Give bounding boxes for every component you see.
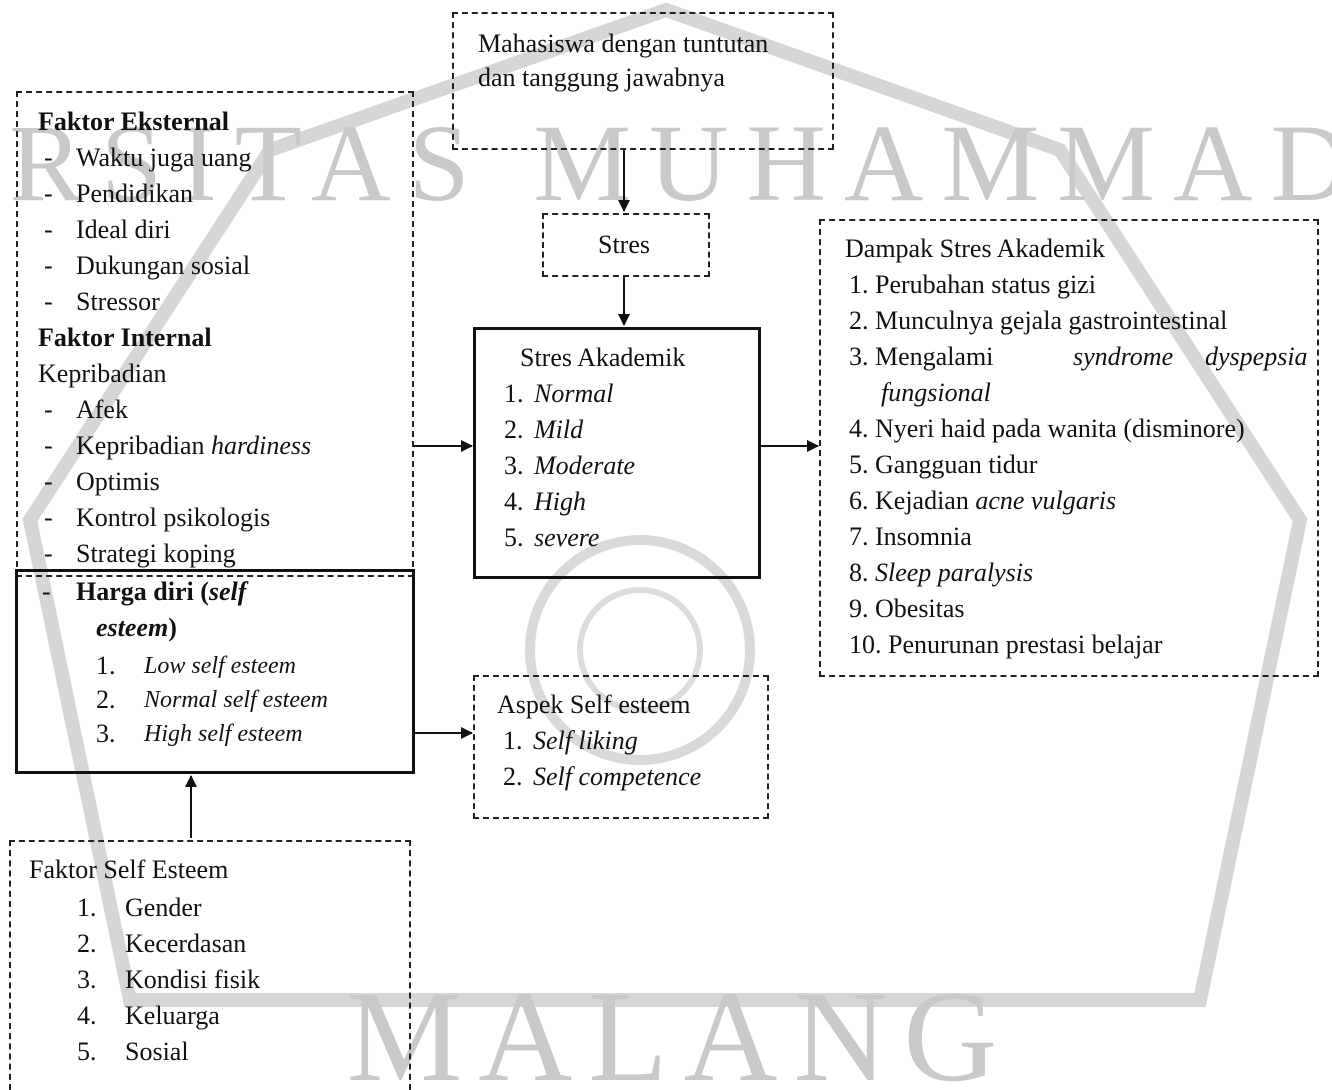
dampak-item-8-num: 8. (849, 558, 875, 587)
eksternal-item-3: Ideal diri (76, 215, 171, 244)
dampak-item-3a: 3. Mengalami (849, 342, 994, 371)
internal-dash-1: - (44, 395, 53, 424)
faktor-se-box: Faktor Self Esteem 1. Gender 2. Kecerdas… (9, 840, 411, 1090)
aspek-item-1: Self liking (533, 726, 638, 755)
aspek-title: Aspek Self esteem (497, 690, 691, 719)
harga-diri-title: Harga diri (self (76, 574, 246, 610)
eksternal-dash-5: - (44, 287, 53, 316)
internal-title: Faktor Internal (38, 323, 212, 352)
stres-label: Stres (598, 230, 650, 259)
sa-item-3: Moderate (534, 451, 636, 480)
internal-item-2: Kepribadian hardiness (76, 428, 311, 464)
internal-item-3: Optimis (76, 467, 160, 496)
fse-num-4: 4. (77, 1001, 97, 1030)
aspek-num-2: 2. (503, 762, 523, 791)
eksternal-dash-1: - (44, 143, 53, 172)
harga-diri-dash: - (42, 577, 51, 606)
harga-diri-title-d: ) (168, 613, 177, 642)
fse-num-1: 1. (77, 893, 97, 922)
fse-item-1: Gender (125, 893, 202, 922)
dampak-item-3d: fungsional (881, 378, 991, 407)
sa-num-1: 1. (504, 379, 524, 408)
eksternal-dash-2: - (44, 179, 53, 208)
fse-item-4: Keluarga (125, 1001, 220, 1030)
harga-diri-box: - Harga diri (self esteem) 1. Low self e… (15, 569, 415, 774)
mahasiswa-line2: dan tanggung jawabnya (478, 63, 725, 92)
stres-box: Stres (542, 213, 710, 277)
watermark-bottom-text: MALANG (347, 965, 1014, 1086)
eksternal-item-1: Waktu juga uang (76, 143, 252, 172)
kepribadian-label: Kepribadian (38, 359, 167, 388)
stres-akademik-title: Stres Akademik (520, 343, 686, 372)
eksternal-dash-3: - (44, 215, 53, 244)
faktor-se-title: Faktor Self Esteem (29, 855, 229, 884)
eksternal-item-4: Dukungan sosial (76, 251, 251, 280)
internal-dash-2: - (44, 431, 53, 460)
dampak-item-8-italic: Sleep paralysis (875, 558, 1034, 587)
internal-item-2-text: Kepribadian (76, 431, 212, 460)
dampak-box: Dampak Stres Akademik 1. Perubahan statu… (819, 219, 1319, 677)
internal-dash-4: - (44, 503, 53, 532)
internal-item-5: Strategi koping (76, 539, 236, 568)
fse-num-2: 2. (77, 929, 97, 958)
internal-item-1: Afek (76, 395, 128, 424)
dampak-item-6: 6. Kejadian acne vulgaris (849, 483, 1116, 519)
dampak-item-3b: syndrome (1073, 342, 1174, 371)
dampak-item-10: 10. Penurunan prestasi belajar (849, 630, 1163, 659)
dampak-item-4: 4. Nyeri haid pada wanita (disminore) (849, 414, 1245, 443)
harga-diri-num-2: 2. (96, 685, 116, 714)
internal-dash-5: - (44, 539, 53, 568)
sa-num-5: 5. (504, 523, 524, 552)
fse-item-5: Sosial (125, 1037, 189, 1066)
harga-diri-item-3: High self esteem (144, 721, 303, 747)
aspek-item-2: Self competence (533, 762, 702, 791)
fse-num-3: 3. (77, 965, 97, 994)
sa-num-4: 4. (504, 487, 524, 516)
dampak-title: Dampak Stres Akademik (845, 234, 1105, 263)
harga-diri-num-3: 3. (96, 719, 116, 748)
harga-diri-item-1: Low self esteem (144, 653, 296, 679)
sa-item-5: severe (534, 523, 600, 552)
fse-num-5: 5. (77, 1037, 97, 1066)
internal-item-2-italic: hardiness (211, 431, 312, 460)
dampak-item-3c: dyspepsia (1205, 342, 1308, 371)
sa-num-2: 2. (504, 415, 524, 444)
dampak-item-6-italic: acne vulgaris (975, 486, 1117, 515)
internal-item-4: Kontrol psikologis (76, 503, 271, 532)
eksternal-title: Faktor Eksternal (38, 107, 229, 136)
sa-item-2: Mild (534, 415, 584, 444)
faktor-box: Faktor Eksternal - Waktu juga uang - Pen… (16, 91, 414, 577)
harga-diri-title-a: Harga diri ( (76, 577, 209, 606)
aspek-box: Aspek Self esteem 1. Self liking 2. Self… (473, 675, 769, 819)
dampak-item-5: 5. Gangguan tidur (849, 450, 1038, 479)
harga-diri-num-1: 1. (96, 651, 116, 680)
eksternal-dash-4: - (44, 251, 53, 280)
dampak-item-7: 7. Insomnia (849, 522, 972, 551)
stres-akademik-box: Stres Akademik 1. Normal 2. Mild 3. Mode… (473, 327, 761, 579)
internal-dash-3: - (44, 467, 53, 496)
dampak-item-1: 1. Perubahan status gizi (849, 270, 1096, 299)
mahasiswa-line1: Mahasiswa dengan tuntutan (478, 29, 769, 58)
dampak-item-9: 9. Obesitas (849, 594, 965, 623)
harga-diri-title-c: esteem (96, 613, 169, 642)
eksternal-item-5: Stressor (76, 287, 160, 316)
dampak-item-6-text: 6. Kejadian (849, 486, 976, 515)
dampak-item-2: 2. Munculnya gejala gastrointestinal (849, 306, 1228, 335)
fse-item-2: Kecerdasan (125, 929, 247, 958)
sa-item-1: Normal (534, 379, 614, 408)
sa-num-3: 3. (504, 451, 524, 480)
harga-diri-title-b: self (208, 577, 247, 606)
harga-diri-title-2: esteem) (96, 610, 177, 646)
eksternal-item-2: Pendidikan (76, 179, 193, 208)
aspek-num-1: 1. (503, 726, 523, 755)
dampak-item-8: 8. Sleep paralysis (849, 555, 1033, 591)
fse-item-3: Kondisi fisik (125, 965, 261, 994)
mahasiswa-box: Mahasiswa dengan tuntutan dan tanggung j… (452, 12, 834, 150)
harga-diri-item-2: Normal self esteem (144, 687, 328, 713)
sa-item-4: High (534, 487, 586, 516)
